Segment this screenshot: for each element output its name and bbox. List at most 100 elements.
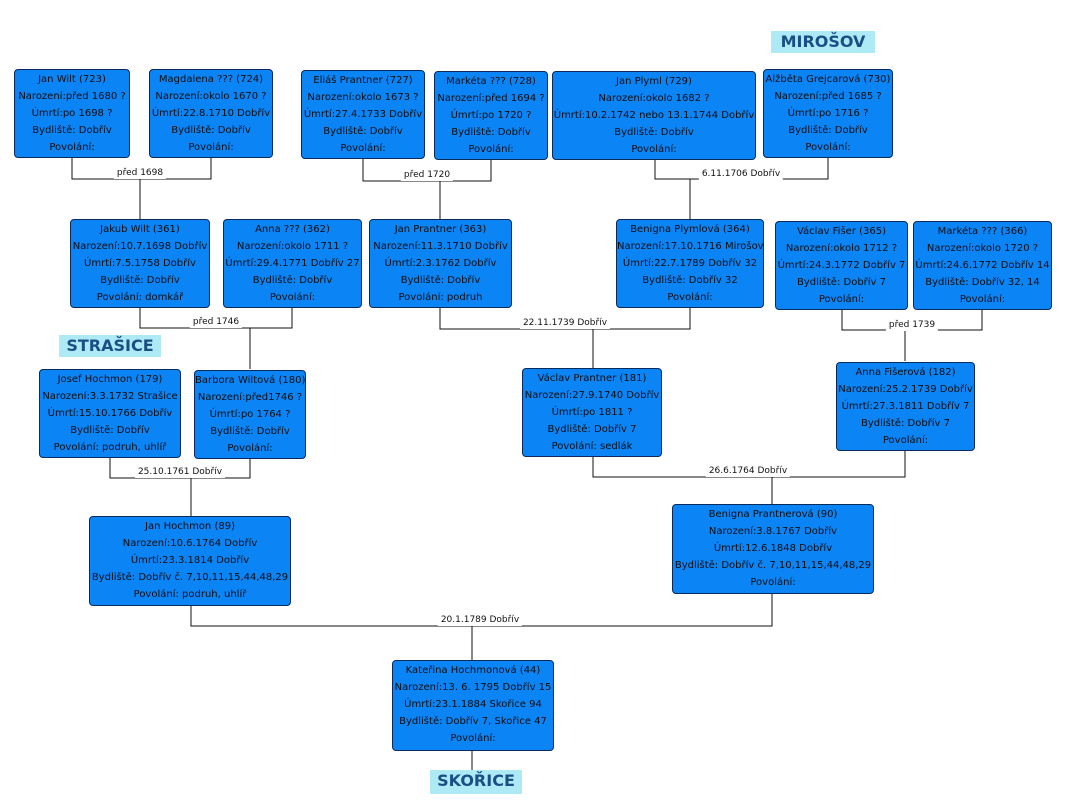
- person-occupation: Povolání:: [450, 733, 496, 744]
- marriage-date-363-364: 22.11.1739 Dobřív: [519, 318, 611, 329]
- person-residence: Bydliště: Dobřív 7: [860, 418, 951, 429]
- person-residence: Bydliště: Dobřív 7, Skořice 47: [399, 716, 547, 727]
- person-residence: Bydliště: Dobřív 7: [547, 424, 637, 435]
- person-death: Úmrtí:22.7.1789 Dobřív 32: [622, 258, 758, 269]
- person-birth: Narození:okolo 1712 ?: [785, 243, 898, 254]
- person-name: Eliáš Prantner (727): [313, 75, 413, 86]
- person-birth: Narození:3.3.1732 Strašice: [42, 391, 178, 402]
- person-residence: Bydliště: Dobřív: [70, 425, 150, 436]
- person-card-181[interactable]: Václav Prantner (181) Narození:27.9.1740…: [522, 368, 662, 457]
- connector-723-724: [71, 157, 212, 180]
- person-name: Markéta ??? (366): [937, 226, 1028, 237]
- person-birth: Narození:před 1685 ?: [774, 91, 882, 102]
- person-death: Úmrtí:2.3.1762 Dobřív: [384, 258, 497, 269]
- person-name: Barbora Wiltová (180): [195, 375, 306, 386]
- person-name: Alžběta Grejcarová (730): [765, 74, 891, 85]
- person-death: Úmrtí:22.8.1710 Dobřív: [151, 108, 271, 119]
- connector-363-364: [439, 307, 691, 330]
- person-card-366[interactable]: Markéta ??? (366) Narození:okolo 1720 ? …: [913, 221, 1052, 310]
- person-name: Jakub Wilt (361): [100, 224, 180, 235]
- person-occupation: Povolání: sedlák: [551, 441, 633, 452]
- person-residence: Bydliště: Dobřív č. 7,10,11,15,44,48,29: [674, 560, 872, 571]
- person-occupation: Povolání:: [882, 435, 929, 446]
- person-occupation: Povolání: domkář: [96, 292, 184, 303]
- person-occupation: Povolání:: [188, 142, 234, 153]
- person-residence: Bydliště: Dobřív: [323, 126, 403, 137]
- person-occupation: Povolání:: [805, 142, 851, 153]
- person-card-361[interactable]: Jakub Wilt (361) Narození:10.7.1698 Dobř…: [70, 219, 210, 308]
- person-birth: Narození:před 1694 ?: [437, 93, 545, 104]
- person-card-730[interactable]: Alžběta Grejcarová (730) Narození:před 1…: [763, 69, 893, 158]
- person-card-363[interactable]: Jan Prantner (363) Narození:11.3.1710 Do…: [369, 219, 512, 308]
- person-card-179[interactable]: Josef Hochmon (179) Narození:3.3.1732 St…: [39, 369, 181, 458]
- person-card-90[interactable]: Benigna Prantnerová (90) Narození:3.8.17…: [672, 504, 874, 594]
- person-birth: Narození:27.9.1740 Dobřív: [524, 390, 660, 401]
- person-birth: Narození:okolo 1682 ?: [598, 93, 710, 104]
- person-death: Úmrtí:po 1811 ?: [551, 407, 633, 418]
- person-residence: Bydliště: Dobřív: [788, 125, 868, 136]
- marriage-date-361-362: před 1746: [189, 317, 243, 328]
- person-name: Markéta ??? (728): [446, 76, 536, 87]
- person-card-362[interactable]: Anna ??? (362) Narození:okolo 1711 ? Úmr…: [223, 219, 362, 308]
- person-card-182[interactable]: Anna Fišerová (182) Narození:25.2.1739 D…: [836, 362, 975, 451]
- marriage-date-89-90: 20.1.1789 Dobřív: [437, 615, 523, 626]
- person-card-364[interactable]: Benigna Plymlová (364) Narození:17.10.17…: [616, 219, 764, 308]
- person-death: Úmrtí:12.6.1848 Dobřív: [713, 543, 833, 554]
- person-name: Václav Prantner (181): [537, 373, 647, 384]
- person-name: Anna ??? (362): [255, 224, 330, 235]
- person-residence: Bydliště: Dobřív: [400, 275, 481, 286]
- marriage-date-181-182: 26.6.1764 Dobřív: [705, 466, 791, 477]
- person-name: Kateřina Hochmonová (44): [405, 665, 541, 676]
- person-birth: Narození:11.3.1710 Dobřív: [373, 241, 508, 252]
- person-name: Jan Hochmon (89): [145, 521, 235, 532]
- place-label-strasice: STRAŠICE: [59, 335, 161, 357]
- person-death: Úmrtí:23.1.1884 Skořice 94: [404, 699, 542, 710]
- person-death: Úmrtí:29.4.1771 Dobřív 27: [225, 258, 360, 269]
- connector-361-362: [139, 307, 293, 329]
- person-occupation: Povolání:: [750, 577, 796, 588]
- person-occupation: Povolání: podruh, uhlíř: [53, 442, 167, 453]
- person-birth: Narození:13. 6. 1795 Dobřív 15: [394, 682, 552, 693]
- person-death: Úmrtí:po 1716 ?: [787, 108, 869, 119]
- person-residence: Bydliště: Dobřív 32, 14: [925, 277, 1040, 288]
- person-occupation: Povolání:: [631, 144, 677, 155]
- person-birth: Narození:okolo 1673 ?: [307, 92, 419, 103]
- person-card-44[interactable]: Kateřina Hochmonová (44) Narození:13. 6.…: [392, 660, 554, 751]
- person-card-89[interactable]: Jan Hochmon (89) Narození:10.6.1764 Dobř…: [89, 516, 291, 606]
- person-card-727[interactable]: Eliáš Prantner (727) Narození:okolo 1673…: [301, 70, 425, 159]
- connector-179-180: [109, 458, 251, 479]
- person-death: Úmrtí:po 1764 ?: [209, 409, 291, 420]
- person-occupation: Povolání:: [667, 292, 713, 303]
- person-occupation: Povolání: podruh, uhlíř: [133, 589, 247, 600]
- person-name: Václav Fišer (365): [796, 226, 887, 237]
- person-residence: Bydliště: Dobřív: [100, 275, 180, 286]
- person-occupation: Povolání:: [818, 294, 865, 305]
- person-card-180[interactable]: Barbora Wiltová (180) Narození:před1746 …: [194, 370, 306, 459]
- person-name: Jan Plyml (729): [616, 76, 692, 87]
- person-death: Úmrtí:24.3.1772 Dobřív 7: [777, 260, 906, 271]
- person-birth: Narození:okolo 1711 ?: [236, 241, 349, 252]
- person-occupation: Povolání:: [269, 292, 316, 303]
- person-card-723[interactable]: Jan Wilt (723) Narození:před 1680 ? Úmrt…: [14, 69, 130, 158]
- person-death: Úmrtí:15.10.1766 Dobřív: [47, 408, 173, 419]
- person-name: Anna Fišerová (182): [855, 367, 956, 378]
- person-occupation: Povolání:: [468, 144, 514, 155]
- person-card-724[interactable]: Magdalena ??? (724) Narození:okolo 1670 …: [149, 69, 273, 158]
- person-name: Benigna Plymlová (364): [630, 224, 750, 235]
- person-card-728[interactable]: Markéta ??? (728) Narození:před 1694 ? Ú…: [434, 71, 548, 160]
- person-death: Úmrtí:27.3.1811 Dobřív 7: [841, 401, 970, 412]
- person-death: Úmrtí:24.6.1772 Dobřív 14: [915, 260, 1050, 271]
- place-label-skorice: SKOŘICE: [430, 770, 522, 794]
- person-residence: Bydliště: Dobřív 32: [642, 275, 738, 286]
- marriage-date-365-366: před 1739: [885, 320, 939, 331]
- person-death: Úmrtí:10.2.1742 nebo 13.1.1744 Dobřív: [553, 110, 755, 121]
- person-name: Magdalena ??? (724): [158, 74, 264, 85]
- person-death: Úmrtí:7.5.1758 Dobřív: [84, 258, 196, 269]
- person-card-365[interactable]: Václav Fišer (365) Narození:okolo 1712 ?…: [775, 221, 908, 310]
- person-occupation: Povolání:: [959, 294, 1006, 305]
- person-residence: Bydliště: Dobřív: [252, 275, 333, 286]
- person-card-729[interactable]: Jan Plyml (729) Narození:okolo 1682 ? Úm…: [552, 71, 756, 160]
- marriage-date-729-730: 6.11.1706 Dobřív: [698, 169, 784, 180]
- connector-89-90: [190, 593, 773, 627]
- person-residence: Bydliště: Dobřív č. 7,10,11,15,44,48,29: [91, 572, 289, 583]
